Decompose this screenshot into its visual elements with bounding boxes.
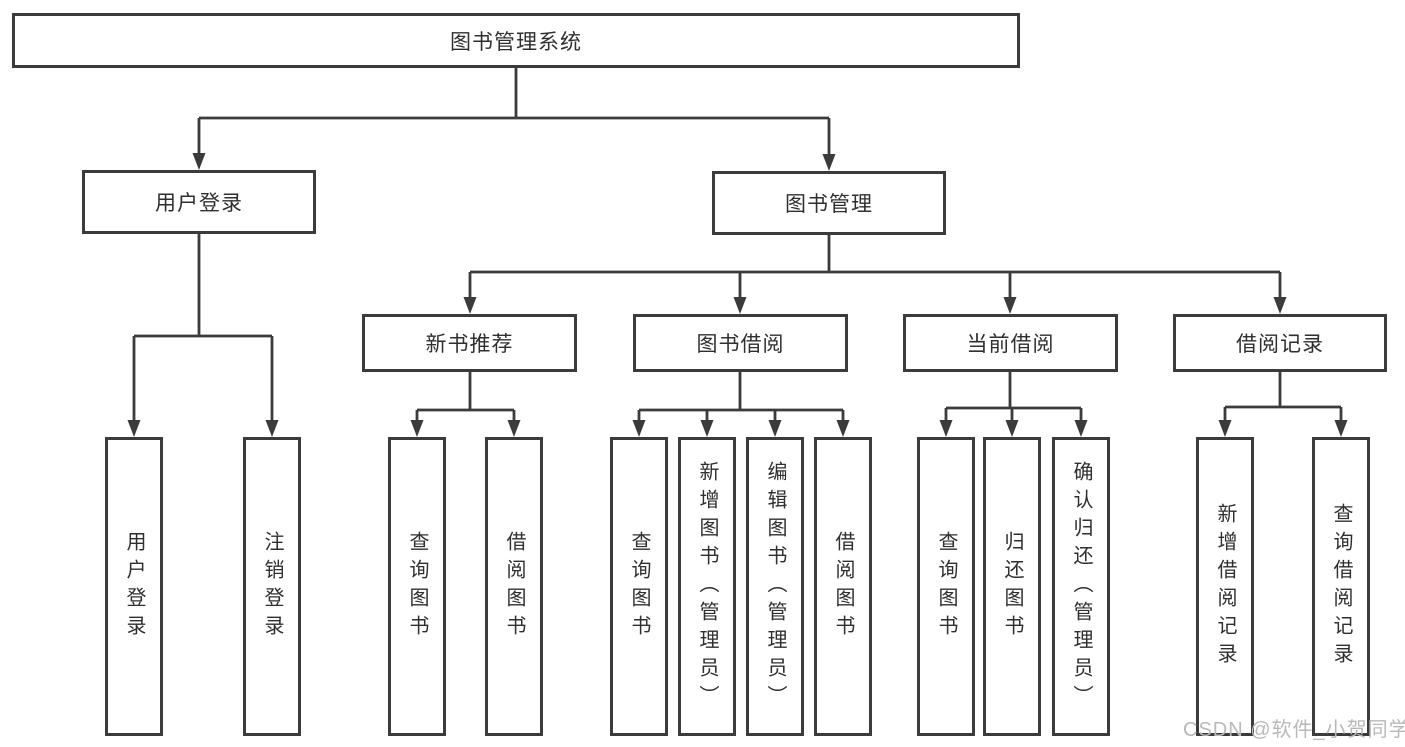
leaf-label: 查询图书	[628, 530, 650, 643]
leaf-label: 新增借阅记录	[1214, 502, 1236, 671]
leaf-add-books-admin: 新增图书（管理员）	[678, 437, 736, 736]
leaf-label: 确认归还（管理员）	[1070, 460, 1092, 713]
leaf-query-borrow-record: 查询借阅记录	[1312, 437, 1370, 736]
leaf-label: 编辑图书（管理员）	[764, 460, 786, 713]
leaf-confirm-return-admin: 确认归还（管理员）	[1052, 437, 1110, 736]
leaf-borrow-books-recommend: 借阅图书	[485, 437, 543, 736]
leaf-query-books-recommend: 查询图书	[388, 437, 446, 736]
leaf-edit-books-admin: 编辑图书（管理员）	[746, 437, 804, 736]
node-label: 新书推荐	[425, 333, 514, 356]
leaf-label: 用户登录	[123, 530, 145, 643]
node-book-borrowing: 图书借阅	[633, 314, 848, 372]
leaf-borrow-books: 借阅图书	[814, 437, 872, 736]
node-label: 当前借阅	[966, 333, 1055, 356]
node-label: 图书管理系统	[450, 30, 582, 54]
leaf-logout: 注销登录	[243, 437, 301, 736]
node-current-borrowing: 当前借阅	[903, 314, 1118, 372]
leaf-label: 归还图书	[1001, 530, 1023, 643]
leaf-label: 查询图书	[935, 530, 957, 643]
leaf-label: 借阅图书	[832, 530, 854, 643]
node-new-book-recommend: 新书推荐	[362, 314, 577, 372]
watermark: CSDN @软件_小贺同学	[1183, 719, 1405, 741]
leaf-add-borrow-record: 新增借阅记录	[1196, 437, 1254, 736]
node-borrowing-records: 借阅记录	[1173, 314, 1387, 372]
leaf-user-login: 用户登录	[105, 437, 163, 736]
leaf-return-books: 归还图书	[983, 437, 1041, 736]
leaf-label: 新增图书（管理员）	[696, 460, 718, 713]
leaf-label: 查询借阅记录	[1330, 502, 1352, 671]
node-label: 图书管理	[785, 193, 873, 216]
node-library-management-system: 图书管理系统	[12, 13, 1020, 68]
node-label: 借阅记录	[1236, 333, 1324, 356]
node-user-login: 用户登录	[82, 170, 316, 234]
leaf-query-books-borrowing: 查询图书	[610, 437, 668, 736]
leaf-label: 查询图书	[406, 530, 428, 643]
leaf-label: 借阅图书	[503, 530, 525, 643]
node-book-management: 图书管理	[712, 171, 946, 235]
leaf-label: 注销登录	[261, 530, 283, 643]
leaf-query-books-current: 查询图书	[917, 437, 975, 736]
node-label: 图书借阅	[696, 333, 785, 356]
node-label: 用户登录	[155, 192, 243, 215]
